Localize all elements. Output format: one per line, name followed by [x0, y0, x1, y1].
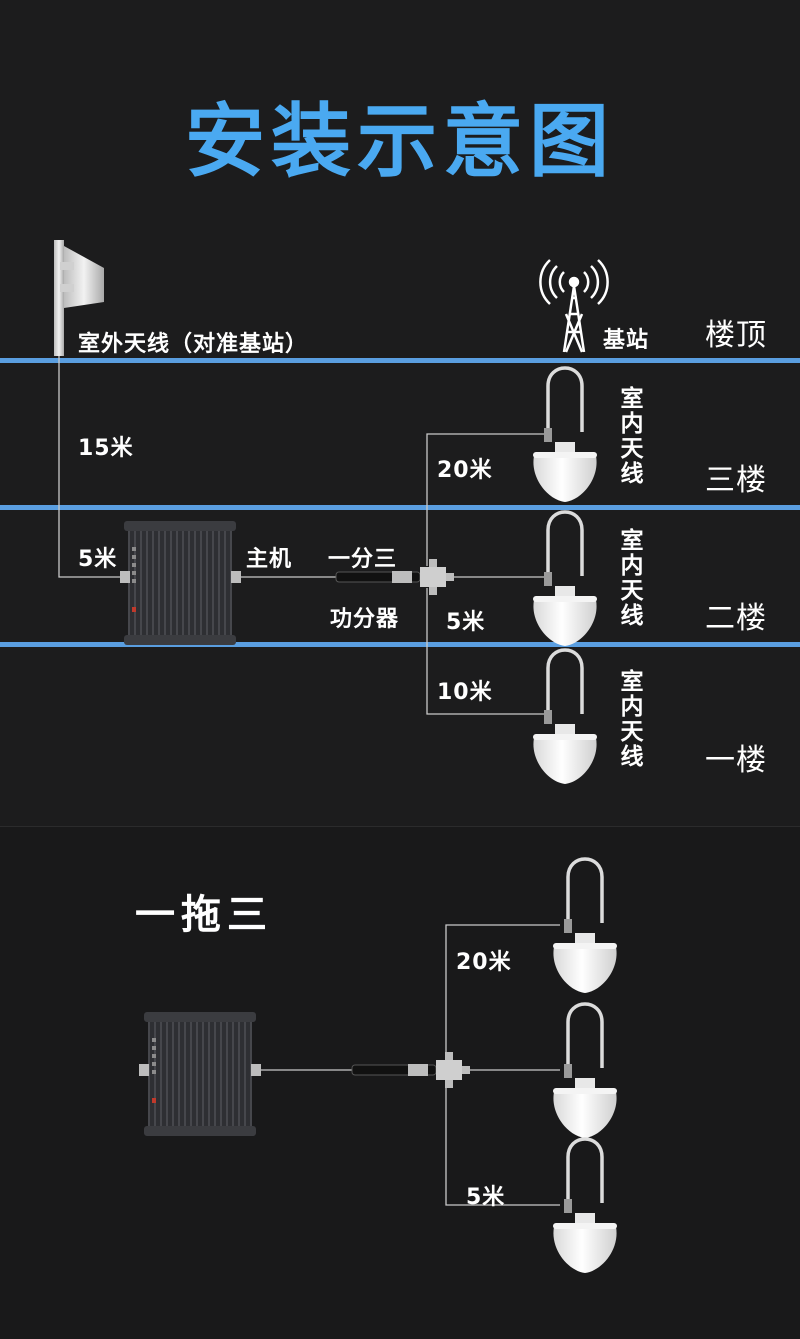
- indoor-antenna-label-second: 室内天线: [620, 528, 644, 629]
- indoor-antenna-lower-top: [551, 857, 619, 995]
- cable-length-15m: 15米: [78, 436, 134, 461]
- indoor-antenna-third-floor: [531, 366, 599, 504]
- cable-length-10m: 10米: [437, 680, 493, 705]
- floor-label-roof: 楼顶: [705, 318, 767, 353]
- floor-label-first: 一楼: [705, 743, 767, 778]
- host-label: 主机: [246, 547, 293, 572]
- cable-length-5m-second: 5米: [446, 610, 486, 635]
- indoor-antenna-label-first: 室内天线: [620, 669, 644, 770]
- repeater-host-unit: [124, 521, 236, 645]
- repeater-host-unit-lower: [144, 1012, 256, 1136]
- cable-length-5m-host: 5米: [78, 547, 118, 572]
- splitter-label-line1: 一分三: [328, 547, 398, 572]
- outdoor-panel-antenna-icon: [54, 240, 104, 356]
- one-to-three-heading: 一拖三: [135, 892, 273, 938]
- lower-cable-length-5m: 5米: [466, 1185, 506, 1210]
- indoor-antenna-lower-bottom: [551, 1137, 619, 1275]
- floor-label-third: 三楼: [705, 463, 767, 498]
- floor-line-third: [0, 505, 800, 510]
- base-station-tower-icon: [539, 259, 609, 353]
- lower-cable-length-20m: 20米: [456, 950, 512, 975]
- indoor-antenna-second-floor: [531, 510, 599, 648]
- indoor-antenna-first-floor: [531, 648, 599, 786]
- floor-label-second: 二楼: [705, 601, 767, 636]
- base-station-label: 基站: [603, 328, 650, 353]
- lower-panel: [0, 826, 800, 1339]
- power-splitter-lower: [351, 1051, 471, 1089]
- upper-panel: [0, 0, 800, 826]
- cable-length-20m: 20米: [437, 458, 493, 483]
- indoor-antenna-lower-middle: [551, 1002, 619, 1140]
- splitter-label-line2: 功分器: [330, 607, 400, 632]
- floor-line-second: [0, 642, 800, 647]
- page-title: 安装示意图: [185, 95, 615, 188]
- outdoor-antenna-label: 室外天线（对准基站）: [78, 332, 309, 357]
- indoor-antenna-label-third: 室内天线: [620, 386, 644, 487]
- floor-line-roof: [0, 358, 800, 363]
